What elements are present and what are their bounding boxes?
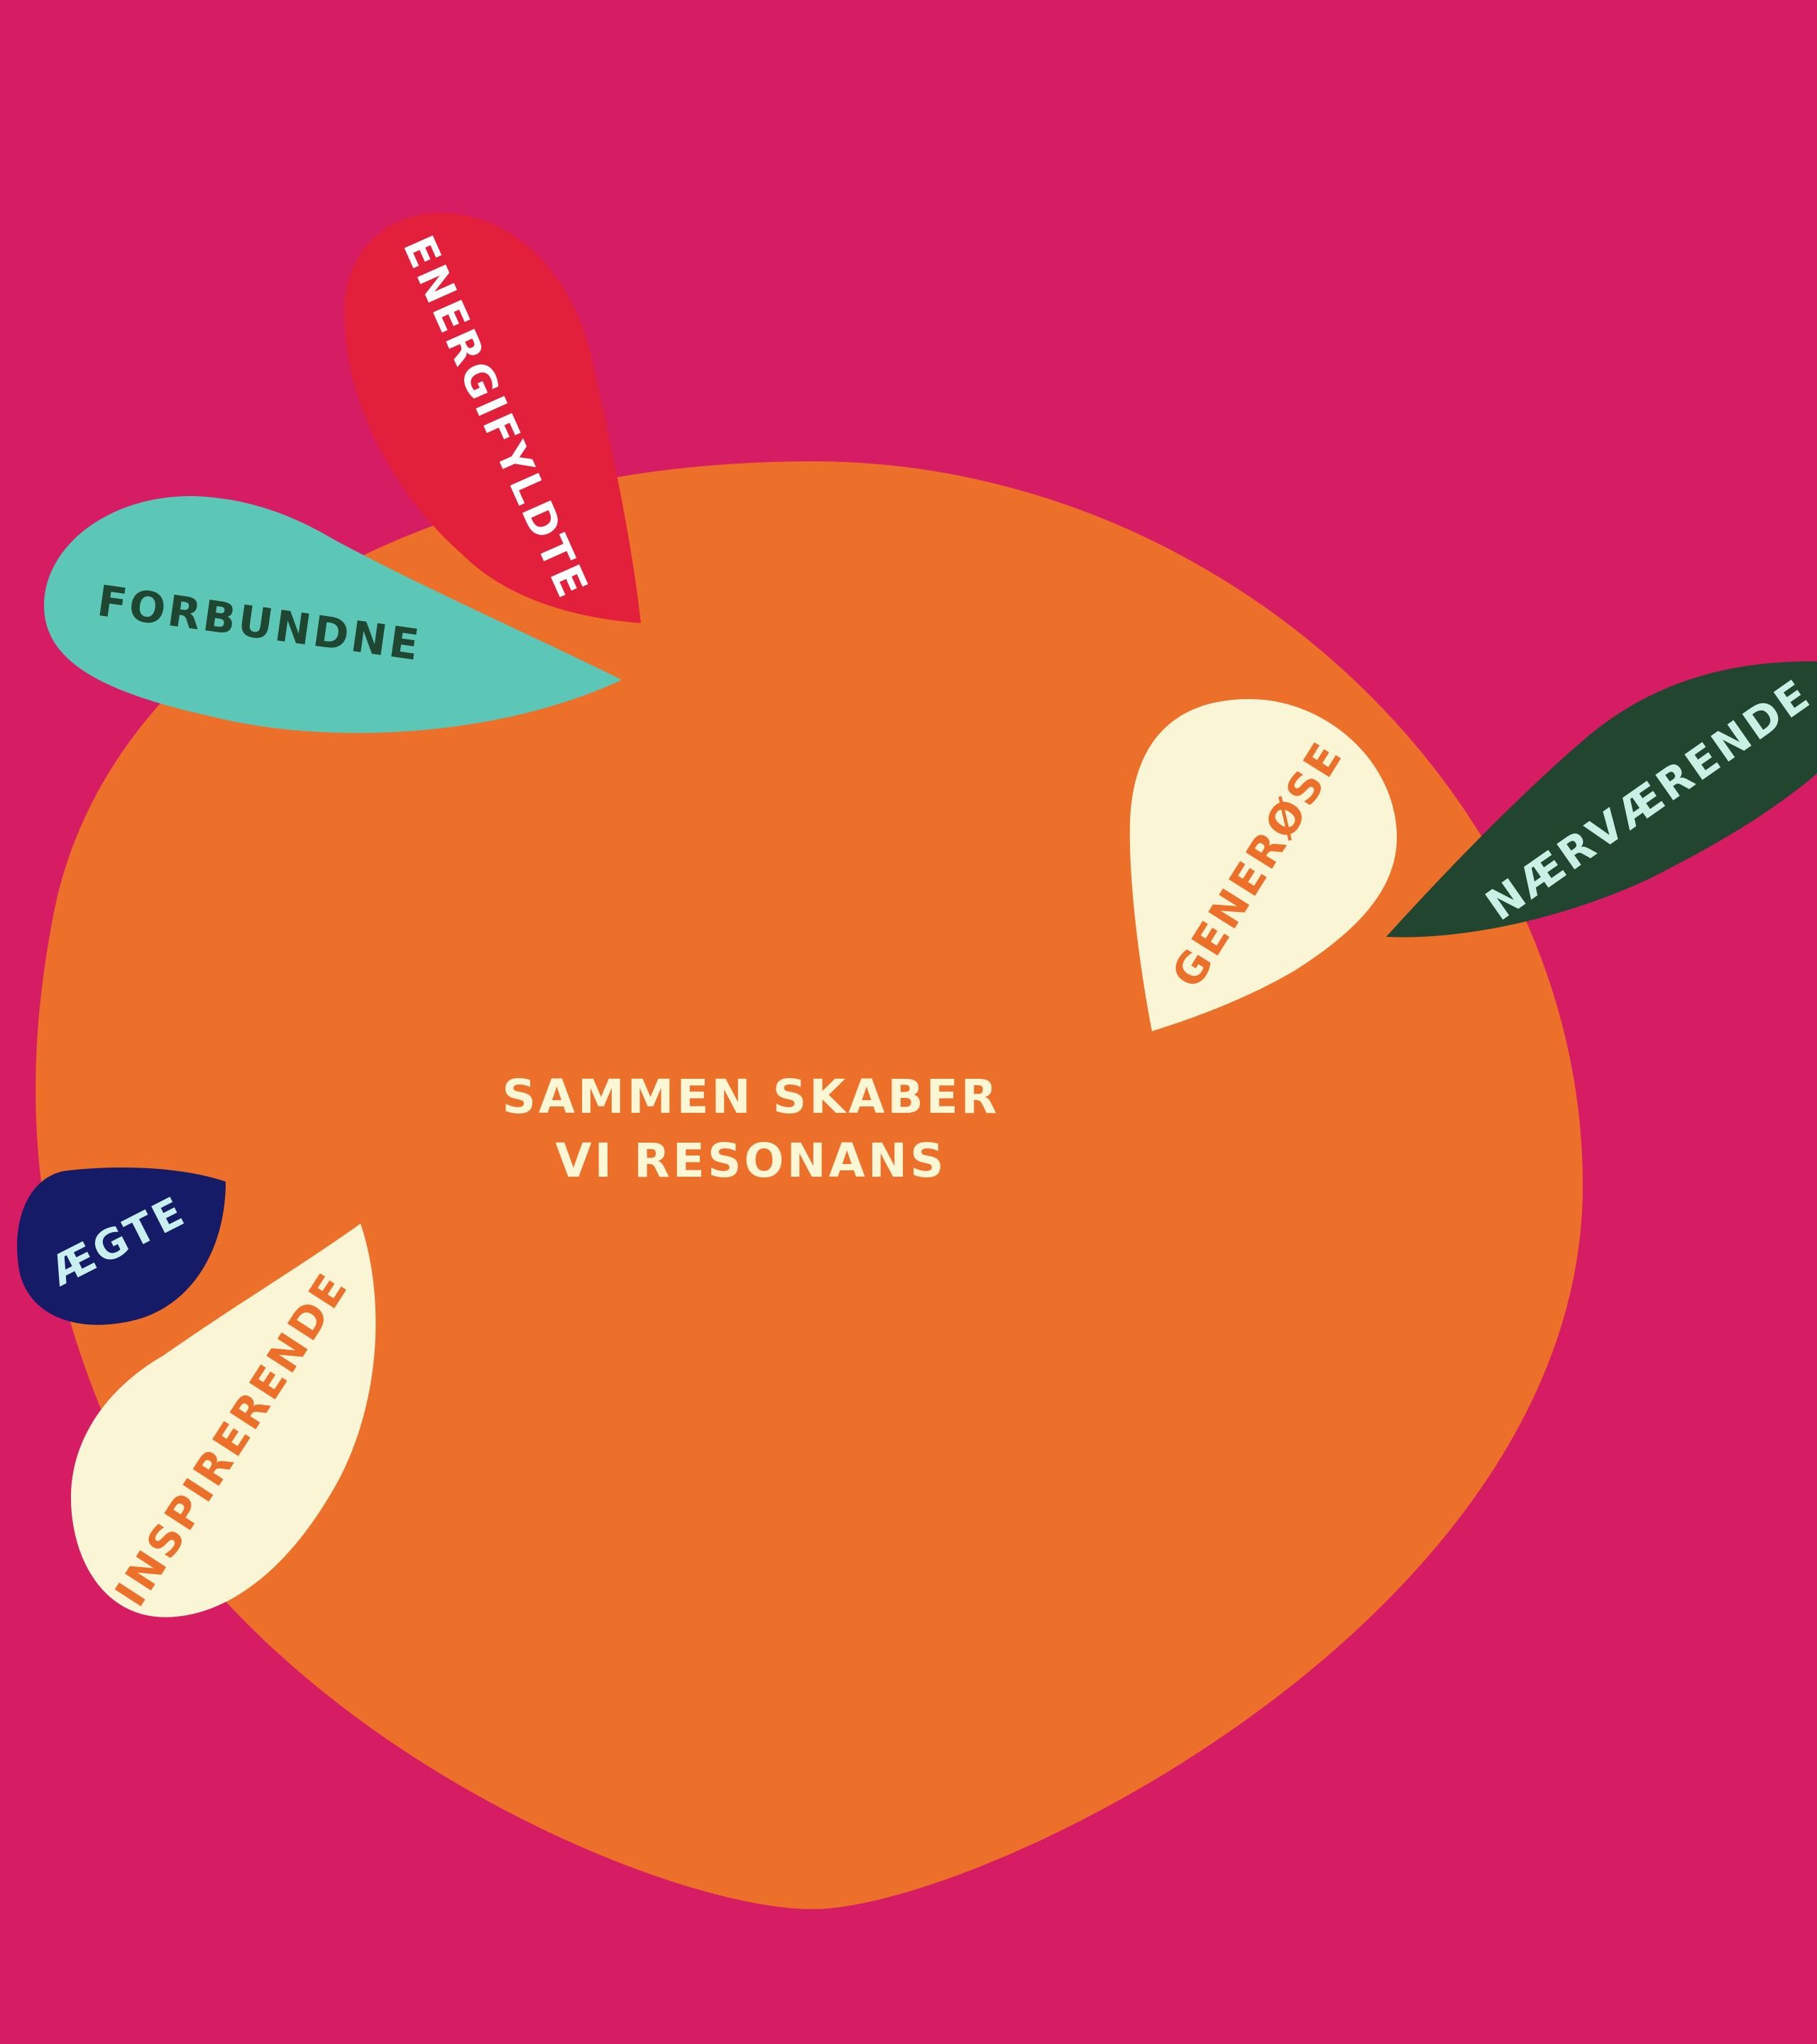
petal-aegte-shape (17, 1167, 226, 1325)
petal-forbundne: FORBUNDNE (43, 496, 622, 733)
petal-generose: GENERØSE (1129, 699, 1397, 1031)
center-text-line1: SAMMEN SKABER (502, 1070, 999, 1124)
petal-naervaerende-shape (1386, 661, 1817, 938)
petal-inspirerende-shape (71, 1224, 376, 1617)
petal-forbundne-shape (43, 496, 622, 733)
petal-generose-shape (1129, 699, 1397, 1031)
center-text-line2: VI RESONANS (555, 1133, 946, 1188)
petal-aegte: ÆGTE (17, 1167, 226, 1325)
petal-energifyldte-shape (344, 213, 641, 623)
